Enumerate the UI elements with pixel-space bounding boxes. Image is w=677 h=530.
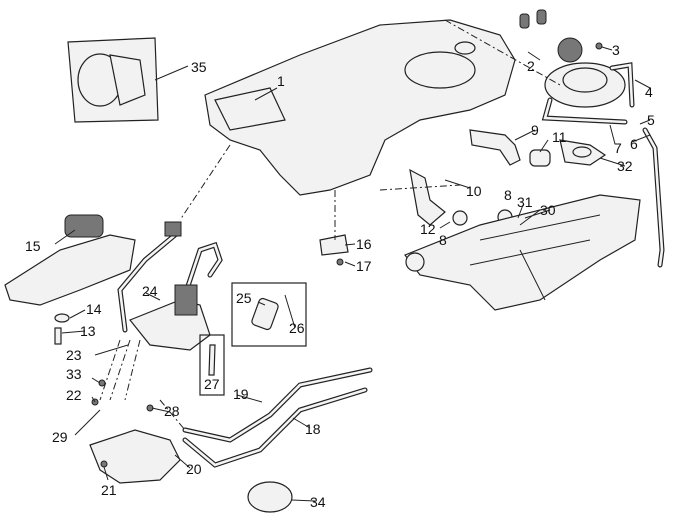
frame: [404, 194, 641, 311]
callout-32: 32: [617, 158, 633, 174]
callout-14: 14: [86, 301, 102, 317]
part-35-inset: [67, 37, 159, 123]
callout-4: 4: [645, 84, 653, 100]
callout-12: 12: [420, 221, 436, 237]
callout-17: 17: [356, 258, 372, 274]
callout-7: 7: [614, 140, 622, 156]
callout-23: 23: [66, 347, 82, 363]
fuel-tank: [204, 19, 516, 196]
callout-26: 26: [289, 320, 305, 336]
callout-29: 29: [52, 429, 68, 445]
callout-30: 30: [540, 202, 556, 218]
callout-33: 33: [66, 366, 82, 382]
callout-6: 6: [630, 136, 638, 152]
callout-13: 13: [80, 323, 96, 339]
callout-19: 19: [233, 386, 249, 402]
filler-cap: [519, 9, 626, 166]
callout-11: 11: [552, 129, 567, 145]
part-27-inset: [199, 334, 225, 396]
callout-8-lower: 8: [439, 232, 447, 248]
callout-15: 15: [25, 238, 41, 254]
fuel-pump: [117, 221, 223, 351]
callout-20: 20: [186, 461, 202, 477]
callout-1: 1: [277, 73, 285, 89]
callout-18: 18: [305, 421, 321, 437]
callout-27: 27: [204, 376, 220, 392]
callout-2: 2: [527, 58, 535, 74]
callout-10: 10: [466, 183, 482, 199]
callout-5: 5: [647, 112, 655, 128]
callout-22: 22: [66, 387, 82, 403]
callout-21: 21: [101, 482, 117, 498]
callout-34: 34: [310, 494, 326, 510]
callout-16: 16: [356, 236, 372, 252]
filter-inset: [231, 282, 307, 347]
callout-24: 24: [142, 283, 158, 299]
callout-28: 28: [164, 403, 180, 419]
callout-31: 31: [517, 194, 533, 210]
callout-8-upper: 8: [504, 187, 512, 203]
callout-9: 9: [531, 122, 539, 138]
callout-25: 25: [236, 290, 252, 306]
callout-35: 35: [191, 59, 207, 75]
callout-3: 3: [612, 42, 620, 58]
